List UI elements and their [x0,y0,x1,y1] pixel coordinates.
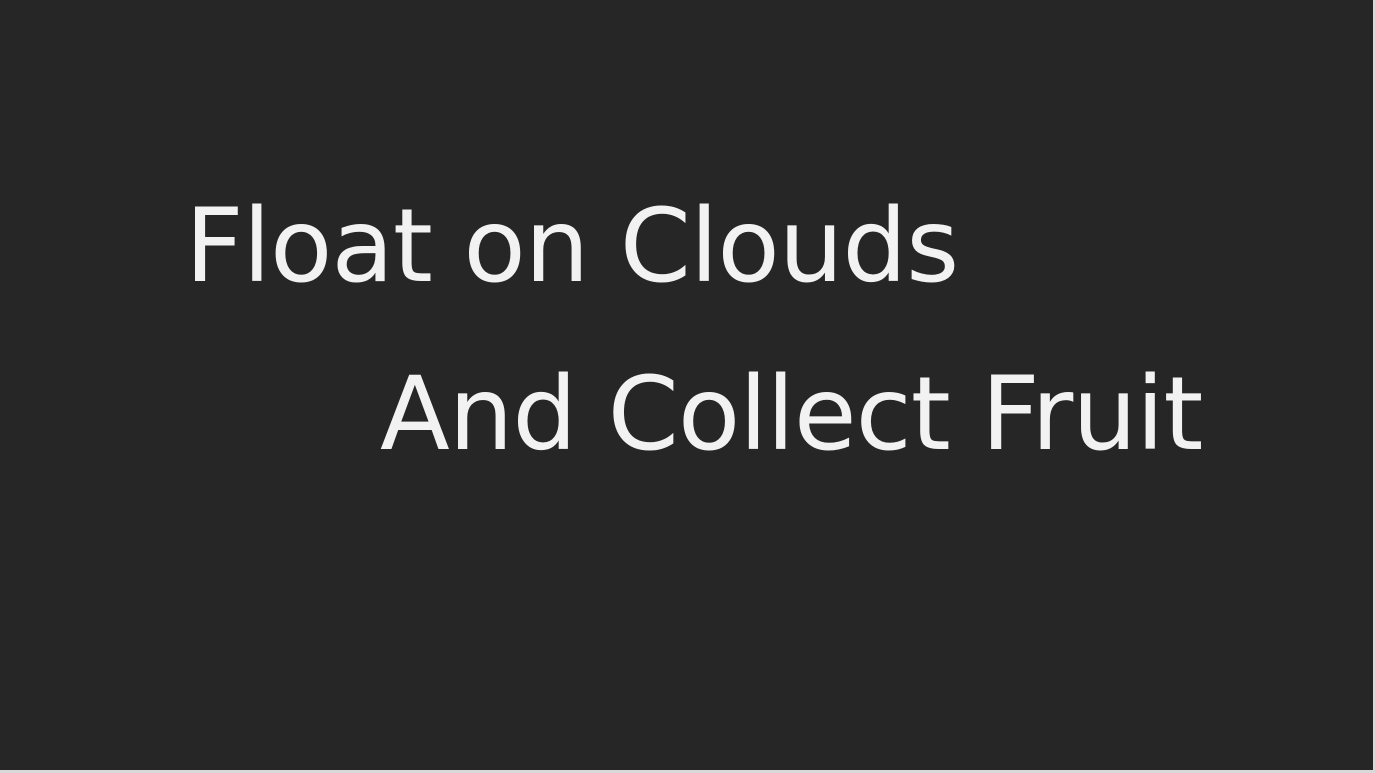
title-line-1: Float on Clouds [185,187,959,306]
title-line-2: And Collect Fruit [380,355,1203,474]
